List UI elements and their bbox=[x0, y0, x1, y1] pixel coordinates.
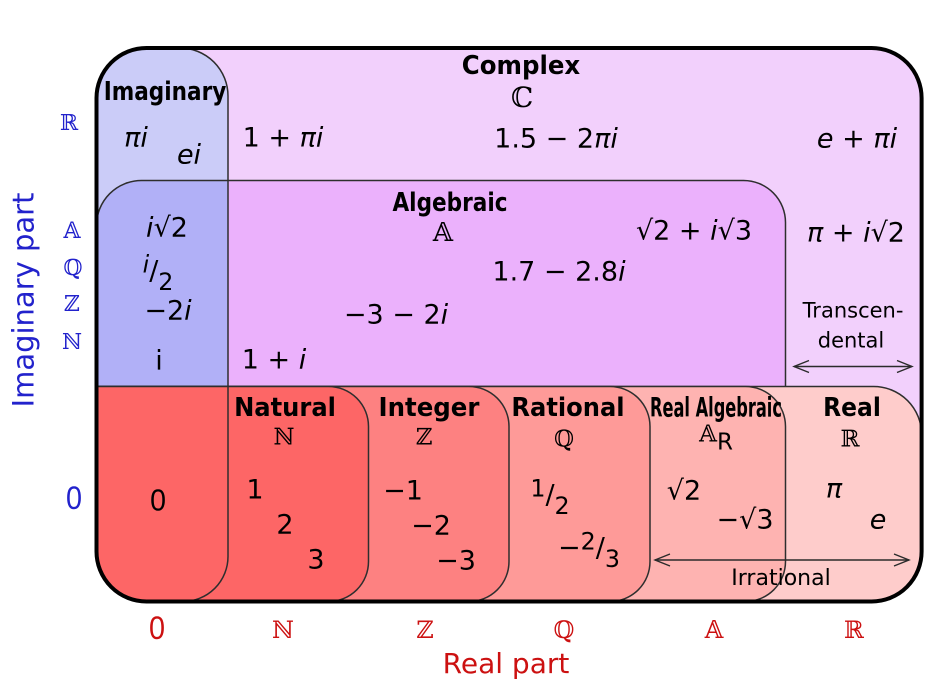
algebraic-boundary-line bbox=[96, 179, 787, 387]
real-algebraic-symbol-main: 𝔸 bbox=[699, 421, 717, 448]
x-tick-A: 𝔸 bbox=[704, 616, 724, 644]
x-axis-label: Real part bbox=[442, 647, 570, 680]
complex-title: Complex bbox=[461, 51, 581, 81]
example-minus1: −1 bbox=[383, 475, 423, 507]
real-algebraic-title: Real Algebraic bbox=[650, 392, 782, 424]
example-isqrt2: i√2 bbox=[146, 212, 188, 244]
example-ei: ei bbox=[176, 139, 202, 171]
example-pi-plus-isqrt2: π + i√2 bbox=[807, 217, 905, 249]
example-1p5-minus-2pii: 1.5 − 2πi bbox=[494, 123, 618, 155]
example-i: i bbox=[155, 345, 163, 377]
real-algebraic-symbol-sub: R bbox=[716, 429, 733, 456]
example-three: 3 bbox=[307, 544, 325, 576]
natural-symbol: ℕ bbox=[273, 424, 295, 451]
example-minus2i: −2i bbox=[144, 295, 192, 327]
algebraic-symbol: 𝔸 bbox=[432, 218, 454, 248]
rational-title: Rational bbox=[511, 393, 625, 423]
complex-border bbox=[94, 46, 924, 604]
real-symbol: ℝ bbox=[840, 426, 860, 453]
example-1p7-minus-2p8i: 1.7 − 2.8i bbox=[492, 256, 626, 288]
example-e-plus-pii: e + πi bbox=[816, 123, 898, 155]
y-tick-N: ℕ bbox=[61, 330, 83, 355]
x-tick-Q: ℚ bbox=[553, 616, 575, 644]
y-tick-A: 𝔸 bbox=[63, 219, 81, 244]
algebraic-title: Algebraic bbox=[392, 188, 508, 218]
example-sqrt2: √2 bbox=[666, 475, 702, 507]
complex-symbol: ℂ bbox=[510, 81, 534, 114]
y-tick-Q: ℚ bbox=[63, 256, 83, 281]
example-minus-two-thirds: −2/3 bbox=[558, 527, 620, 573]
imaginary-title: Imaginary bbox=[103, 77, 227, 107]
real-algebraic-symbol: 𝔸R bbox=[699, 421, 733, 456]
y-tick-Z: ℤ bbox=[63, 292, 81, 317]
example-pii: πi bbox=[124, 122, 148, 154]
x-tick-Z: ℤ bbox=[416, 616, 434, 644]
example-minus3-minus-2i: −3 − 2i bbox=[343, 299, 449, 331]
transcendental-label-line1: Transcen- bbox=[802, 298, 904, 323]
y-axis-label: Imaginary part bbox=[6, 192, 41, 408]
y-tick-R: ℝ bbox=[59, 111, 79, 136]
real-title: Real bbox=[823, 393, 881, 423]
example-e: e bbox=[869, 504, 887, 536]
x-tick-N: ℕ bbox=[272, 616, 294, 644]
y-tick-0: 0 bbox=[65, 480, 83, 516]
example-zero: 0 bbox=[150, 482, 166, 518]
transcendental-label-line2: dental bbox=[817, 328, 885, 353]
example-one: 1 bbox=[246, 474, 264, 506]
example-minus3: −3 bbox=[436, 545, 476, 577]
example-minus2: −2 bbox=[411, 510, 451, 542]
integer-symbol: ℤ bbox=[415, 424, 433, 451]
example-1-plus-pii: 1 + πi bbox=[242, 122, 324, 154]
irrational-label: Irrational bbox=[731, 566, 831, 591]
transcendental-arrow bbox=[792, 359, 914, 374]
natural-title: Natural bbox=[234, 393, 336, 423]
rational-symbol: ℚ bbox=[553, 426, 575, 453]
example-sqrt2-plus-isqrt3: √2 + i√3 bbox=[635, 215, 753, 247]
imaginary-algebraic-overlap bbox=[96, 180, 228, 387]
example-two: 2 bbox=[276, 509, 294, 541]
integer-title: Integer bbox=[378, 393, 480, 423]
example-minus-sqrt3: −√3 bbox=[716, 504, 774, 536]
irrational-arrow bbox=[653, 553, 911, 567]
example-pi: π bbox=[825, 473, 843, 505]
example-i-over-2: i/2 bbox=[142, 250, 174, 296]
x-tick-R: ℝ bbox=[844, 616, 864, 644]
x-tick-0: 0 bbox=[148, 610, 166, 646]
example-1-plus-i: 1 + i bbox=[241, 344, 307, 376]
example-half: 1/2 bbox=[530, 474, 570, 520]
